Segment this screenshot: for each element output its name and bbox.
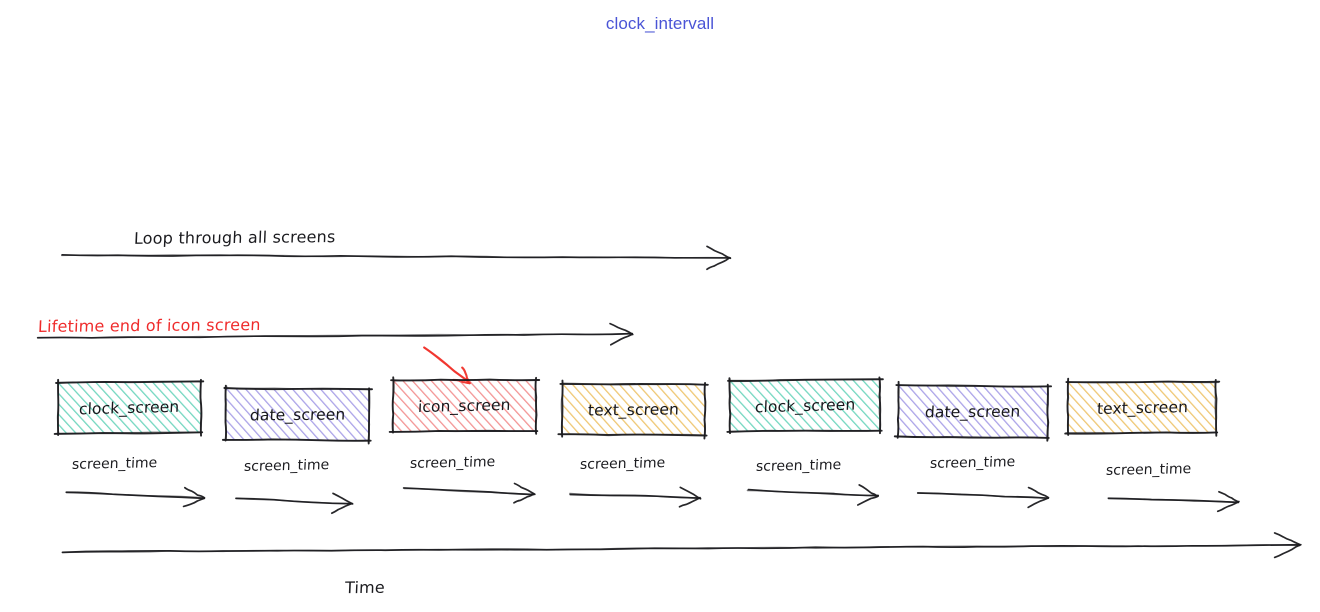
screen-time-label-6: screen_time <box>1105 461 1192 479</box>
screen-time-arrow-1 <box>235 492 354 515</box>
box-sketch-fill <box>53 378 205 437</box>
screen-time-label-4: screen_time <box>755 457 842 475</box>
screen-time-arrow-3 <box>569 486 702 508</box>
screen-time-label-2: screen_time <box>409 454 496 472</box>
time-axis-arrow <box>61 532 1302 559</box>
screen-time-label-5: screen_time <box>929 454 1016 472</box>
screen-time-label-1: screen_time <box>243 457 330 475</box>
box-sketch-fill <box>726 376 884 435</box>
screen-box-label: date_screen <box>249 405 346 424</box>
screen-time-arrow-6 <box>1107 490 1240 513</box>
time-axis-label: Time <box>344 577 386 598</box>
screen-time-label-0: screen_time <box>71 455 158 473</box>
lifetime-arrow <box>36 322 634 346</box>
screen-box-label: clock_screen <box>754 395 856 416</box>
screen-time-arrow-5 <box>916 486 1050 509</box>
screen-box-label: icon_screen <box>417 395 512 416</box>
screen-time-arrow-4 <box>746 484 880 506</box>
box-sketch-fill <box>388 376 541 435</box>
screen-box-label: text_screen <box>587 399 680 420</box>
box-sketch-fill <box>893 380 1053 442</box>
screen-time-arrow-0 <box>65 486 206 508</box>
box-sketch-fill <box>221 384 373 445</box>
lifetime-label: Lifetime end of icon screen <box>37 315 262 336</box>
screen-box-text-screen-6[interactable]: text_screen <box>1064 377 1221 437</box>
page-title: clock_intervall <box>605 14 715 33</box>
screen-time-label-3: screen_time <box>579 455 666 473</box>
box-sketch-fill <box>557 379 709 440</box>
loop-label: Loop through all screens <box>133 227 336 248</box>
screen-box-text-screen-3[interactable]: text_screen <box>557 379 709 440</box>
screen-box-date-screen-5[interactable]: date_screen <box>893 380 1053 442</box>
screen-box-label: date_screen <box>924 402 1022 421</box>
screen-time-arrow-2 <box>402 482 536 504</box>
screen-box-icon-screen-2[interactable]: icon_screen <box>388 376 541 435</box>
screen-box-date-screen-1[interactable]: date_screen <box>221 384 373 445</box>
screen-box-label: clock_screen <box>78 397 181 418</box>
screen-box-label: text_screen <box>1096 397 1188 418</box>
box-sketch-fill <box>1064 377 1221 437</box>
loop-arrow <box>61 245 732 271</box>
screen-box-clock-screen-0[interactable]: clock_screen <box>53 378 205 437</box>
screen-box-clock-screen-4[interactable]: clock_screen <box>726 376 884 435</box>
